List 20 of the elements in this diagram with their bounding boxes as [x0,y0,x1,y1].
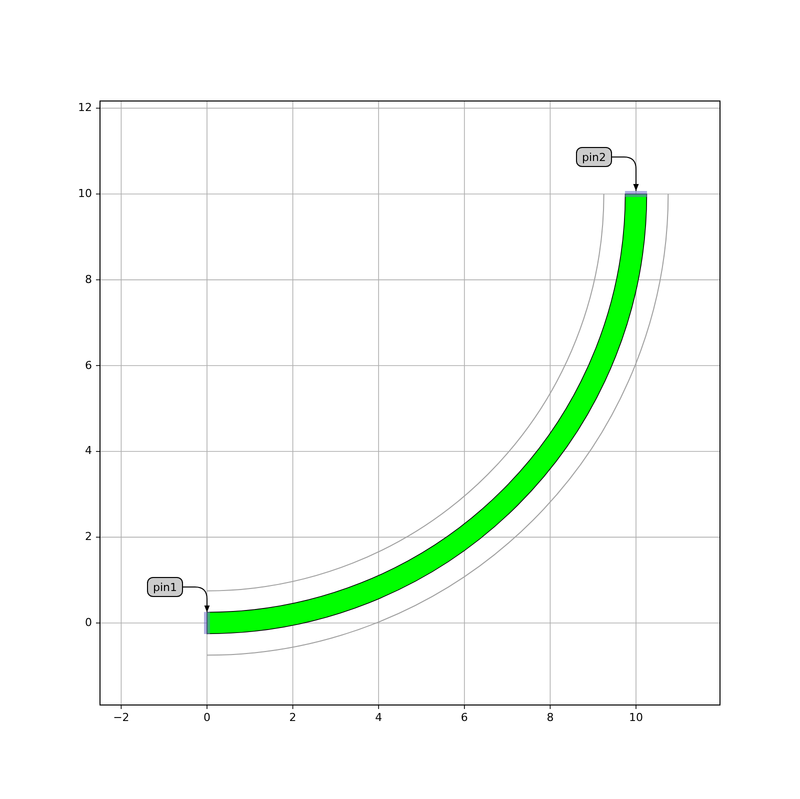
tick-label: 2 [85,530,92,544]
tick-label: 4 [375,711,382,724]
pin-label: pin1 [147,577,184,597]
pin-label: pin2 [576,147,612,167]
tick-label: 6 [460,711,468,724]
tick-label: 10 [78,187,92,200]
leader-arrow [182,586,210,613]
tick-label: 10 [629,711,643,724]
leader-arrow [610,156,639,192]
tick-label: 0 [204,711,210,724]
tick-label: 2 [289,711,296,724]
tick-label: 12 [78,101,92,114]
tick-label: 8 [546,711,554,724]
tick-label: 4 [85,444,92,458]
tick-label: 8 [85,272,92,286]
port-marker [204,612,210,634]
tick-label: 0 [85,616,92,629]
port-marker [625,191,647,197]
tick-label: 6 [85,358,92,372]
tick-label: −2 [113,711,130,724]
